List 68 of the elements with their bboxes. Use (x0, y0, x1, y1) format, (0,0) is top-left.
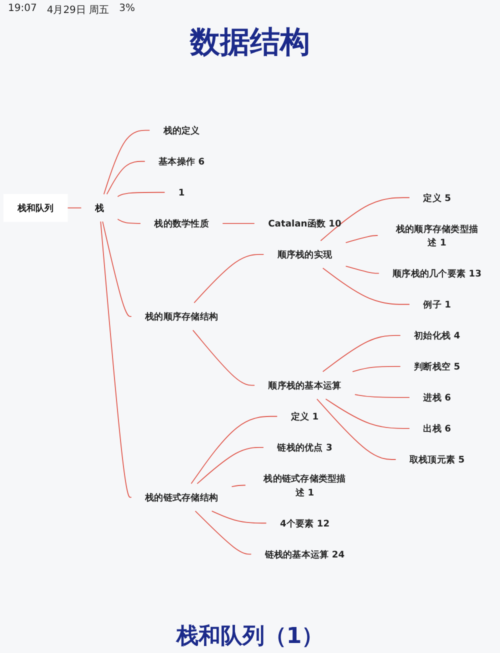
connector (67, 207, 82, 208)
node-text: 判断栈空 (414, 360, 451, 372)
node-text: 栈的数学性质 (154, 218, 209, 229)
node-label: 5 (444, 192, 451, 203)
node-text: 进栈 (423, 392, 442, 403)
node-text: 例子 (423, 298, 442, 310)
node-text: 栈的链式存储结构 (145, 492, 218, 503)
node-text: 基本操作 (158, 156, 196, 167)
connector (117, 192, 166, 197)
node-label: 1 (312, 410, 319, 422)
node-text: 取栈顶元素 (409, 454, 456, 465)
node-label: 6 (444, 392, 451, 403)
connector (316, 398, 396, 460)
connector (103, 130, 150, 194)
node-label: 5 (458, 454, 465, 465)
connector (345, 234, 378, 243)
connector (325, 398, 410, 429)
connector (322, 267, 410, 305)
node-text: 栈的定义 (163, 124, 200, 136)
node-label: 1 (440, 236, 446, 248)
connector (211, 510, 267, 524)
connector (322, 334, 401, 372)
status-text: 4月29日 周五 (46, 4, 110, 17)
node-box: 栈和队列 (3, 194, 68, 222)
title: 数据结构 (188, 24, 311, 62)
node-label: 24 (332, 548, 345, 560)
node-text: 出栈 (423, 422, 442, 434)
node-text: 栈 (94, 202, 104, 214)
node-text: 定义 (290, 410, 310, 422)
connector (102, 220, 132, 317)
node-text: 1 (178, 186, 185, 198)
connector (320, 196, 410, 241)
connector (222, 222, 255, 224)
node-text: 初始化栈 (414, 330, 451, 341)
node-text: 顺序栈的几个要素 (392, 268, 466, 279)
node-label: 6 (198, 156, 205, 167)
node-text: 定义 (423, 192, 442, 203)
node-label: 13 (468, 268, 482, 279)
connector (345, 265, 380, 274)
connector (194, 510, 252, 554)
node-label: 6 (444, 422, 451, 434)
connector (106, 160, 146, 194)
node-text: 顺序栈的基本运算 (268, 380, 342, 391)
connector (194, 254, 264, 303)
subtitle: 栈和队列（1） (174, 623, 325, 651)
node-text: 4个要素 (280, 517, 314, 528)
node-label: 5 (454, 360, 460, 372)
node-label: 4 (454, 330, 460, 341)
connector (354, 394, 410, 398)
node-text: 链栈的优点 (277, 442, 323, 453)
connector (190, 416, 278, 484)
connector (117, 218, 141, 224)
node-label: 1 (308, 486, 314, 498)
connector (192, 329, 256, 386)
node-text: 顺序栈的实现 (277, 248, 332, 260)
node-label: 1 (444, 298, 451, 310)
node-text: Catalan函数 (268, 218, 326, 229)
connector (352, 366, 401, 372)
node-label: 12 (316, 517, 330, 528)
node-text: 栈的顺序存储结构 (145, 310, 218, 322)
node-label: 10 (328, 218, 342, 229)
node-text: 链栈的基本运算 (264, 548, 329, 560)
connector (231, 484, 246, 487)
node-label: 3 (326, 442, 332, 453)
status-text: 3% (119, 3, 135, 16)
status-text: 19:07 (8, 3, 37, 16)
connector (196, 446, 264, 484)
connector (100, 220, 132, 498)
